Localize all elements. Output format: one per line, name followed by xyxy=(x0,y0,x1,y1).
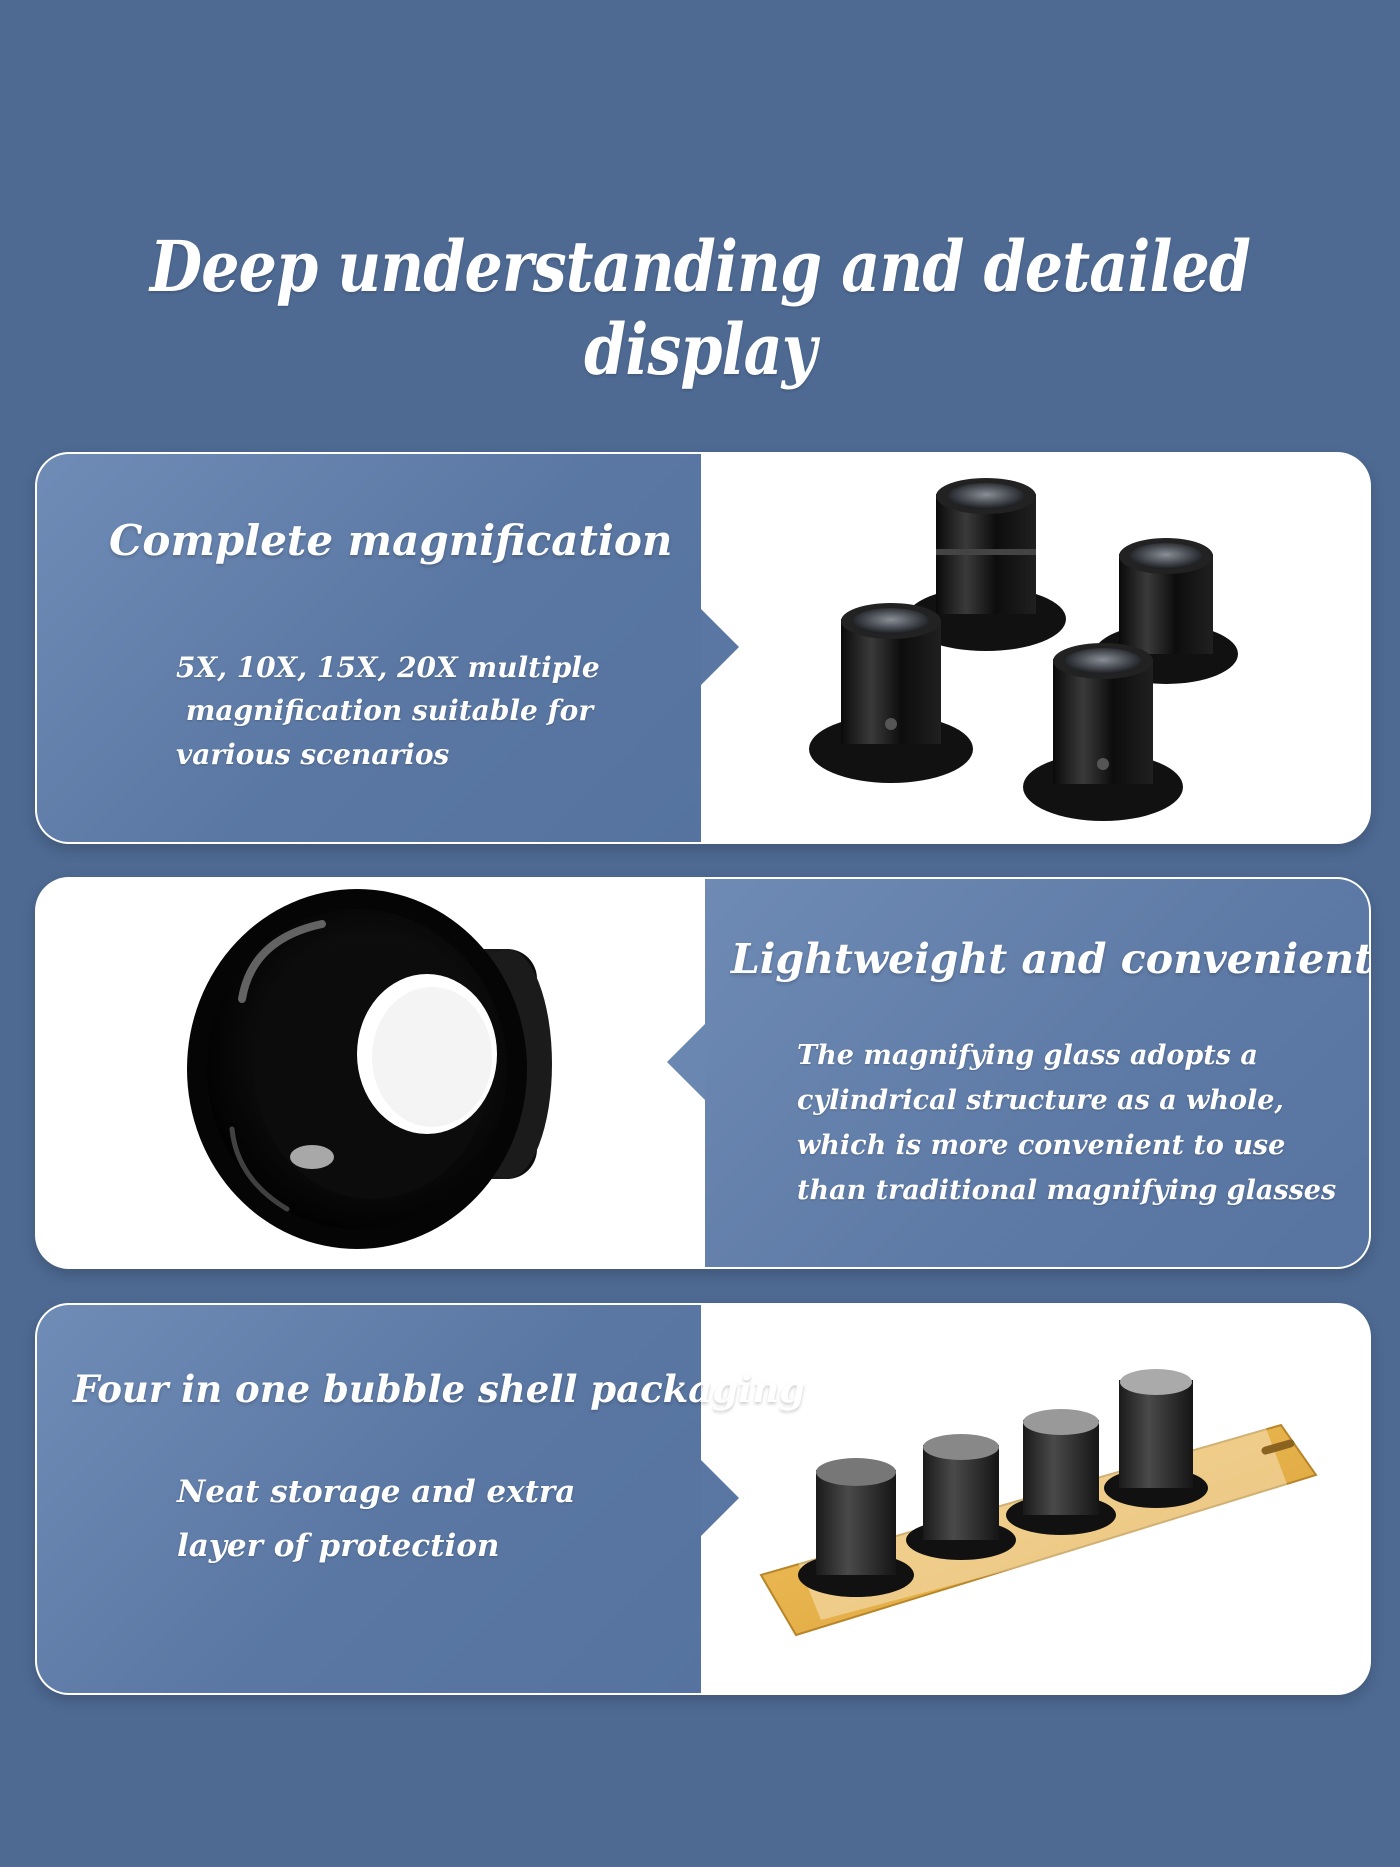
feature-card-magnification: Complete magnification 5X, 10X, 15X, 20X… xyxy=(35,452,1371,844)
blister-pack-image xyxy=(701,1305,1369,1693)
description-line: magnification suitable for xyxy=(176,694,594,728)
text-panel: Complete magnification 5X, 10X, 15X, 20X… xyxy=(37,454,739,842)
four-loupes-image xyxy=(701,454,1369,842)
description-line: 5X, 10X, 15X, 20X multiple xyxy=(176,651,600,684)
description-line: Neat storage and extra xyxy=(177,1474,576,1510)
description-line: The magnifying glass adopts a xyxy=(797,1040,1258,1071)
loupe xyxy=(1023,643,1183,821)
section-description: Neat storage and extra layer of protecti… xyxy=(177,1465,575,1574)
loupe xyxy=(1104,1369,1208,1508)
description-line: than traditional magnifying glasses xyxy=(797,1175,1337,1207)
text-panel: Lightweight and convenient The magnifyin… xyxy=(667,879,1371,1267)
feature-card-packaging: Four in one bubble shell packaging Neat … xyxy=(35,1303,1371,1695)
loupe xyxy=(798,1458,914,1597)
page-title: Deep understanding and detailed display xyxy=(149,225,1251,391)
description-line: cylindrical structure as a whole, xyxy=(797,1085,1284,1117)
feature-card-lightweight: Lightweight and convenient The magnifyin… xyxy=(35,877,1371,1269)
loupe xyxy=(906,1434,1016,1560)
panel-arrow xyxy=(701,609,739,685)
description-line: layer of protection xyxy=(177,1528,500,1565)
loupe xyxy=(809,603,973,783)
section-description: The magnifying glass adopts a cylindrica… xyxy=(797,1033,1336,1213)
section-description: 5X, 10X, 15X, 20X multiple magnification… xyxy=(176,646,600,776)
single-loupe-image xyxy=(37,879,705,1267)
text-panel: Four in one bubble shell packaging Neat … xyxy=(37,1305,805,1693)
description-line: various scenarios xyxy=(176,737,450,771)
panel-arrow xyxy=(667,1024,705,1100)
description-line: which is more convenient to use xyxy=(797,1130,1286,1162)
section-heading: Four in one bubble shell packaging xyxy=(73,1367,805,1411)
panel-arrow xyxy=(701,1460,739,1536)
loupe xyxy=(906,478,1066,651)
section-heading: Lightweight and convenient xyxy=(731,935,1371,983)
loupe xyxy=(1006,1409,1116,1535)
section-heading: Complete magnification xyxy=(109,516,673,565)
